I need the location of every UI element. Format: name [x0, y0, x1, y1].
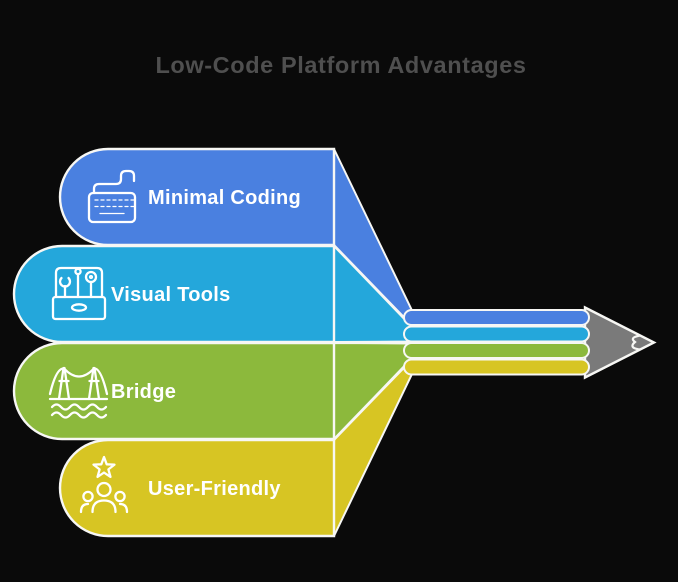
- pencil-stripe-user-friendly: [403, 358, 590, 376]
- pencil-tip-triangle: [583, 305, 657, 380]
- banner-user-friendly-shape: [58, 438, 336, 538]
- people-star-icon: [79, 455, 129, 514]
- pencil-tip: [583, 305, 657, 380]
- pencil-stripe-bridge: [403, 342, 590, 359]
- banner-bridge: Bridge: [12, 341, 336, 441]
- banner-label-visual-tools: Visual Tools: [111, 284, 231, 306]
- keyboard-keys-icon: [94, 199, 135, 215]
- bridge-icon: [48, 366, 109, 419]
- banner-label-bridge: Bridge: [111, 381, 176, 403]
- page-title: Low-Code Platform Advantages: [155, 52, 526, 78]
- banner-label-minimal-coding: Minimal Coding: [148, 187, 301, 209]
- banner-label-user-friendly: User-Friendly: [148, 478, 281, 500]
- banner-visual-tools: Visual Tools: [12, 244, 336, 344]
- pencil-stripe-visual-tools: [403, 325, 590, 343]
- funnel-group: [333, 148, 413, 537]
- keyboard-icon: [87, 169, 137, 224]
- pencil-stripe-minimal-coding: [403, 309, 590, 326]
- banner-minimal-coding: Minimal Coding: [58, 147, 336, 247]
- toolbox-icon: [51, 266, 107, 321]
- banner-user-friendly: User-Friendly: [58, 438, 336, 538]
- pencil-body: [403, 309, 590, 376]
- pencil-tip-squiggle-icon: [631, 334, 642, 351]
